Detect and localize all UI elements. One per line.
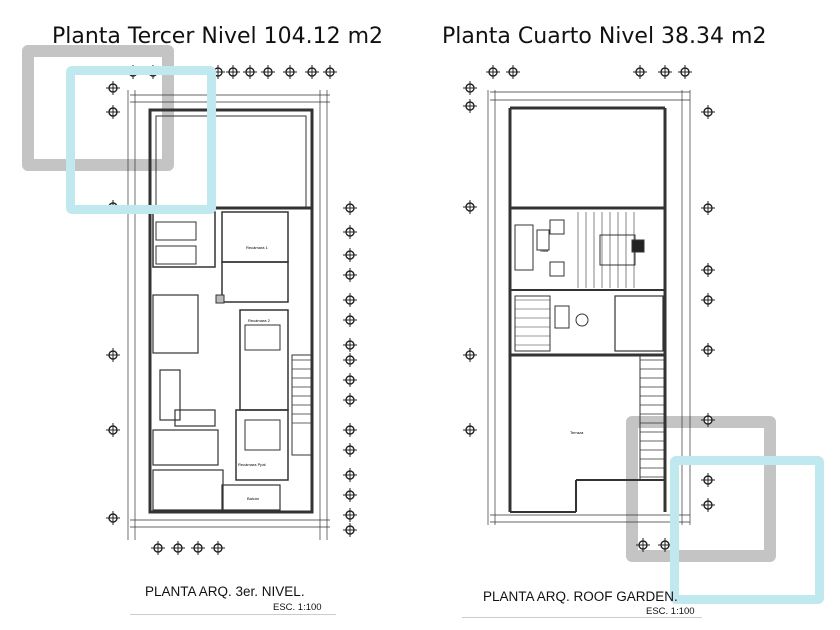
wall	[514, 224, 534, 271]
wall	[174, 409, 216, 427]
wall	[221, 261, 289, 303]
title-fourth-level: Planta Cuarto Nivel 38.34 m2	[442, 24, 767, 49]
caption-third-level: PLANTA ARQ. 3er. NIVEL.	[145, 584, 305, 599]
scale-third-level: ESC. 1:100	[273, 602, 322, 613]
room-label: Recámara Ppal	[238, 462, 266, 467]
wall	[549, 219, 565, 235]
wall	[599, 234, 636, 266]
wall	[291, 354, 313, 456]
wall	[159, 369, 181, 421]
wall	[152, 469, 224, 511]
wall	[244, 324, 281, 351]
wall	[244, 419, 281, 451]
wall	[536, 229, 550, 251]
title-third-level: Planta Tercer Nivel 104.12 m2	[52, 24, 383, 49]
wall	[639, 354, 666, 481]
caption-roof-garden: PLANTA ARQ. ROOF GARDEN.	[483, 589, 678, 604]
scale-roof-garden: ESC. 1:100	[646, 606, 695, 617]
room-label: Recámara 1	[246, 245, 268, 250]
wall	[215, 294, 225, 304]
wall	[155, 221, 197, 241]
wall	[235, 409, 289, 481]
room-label: Terraza	[570, 430, 584, 435]
wall	[514, 295, 551, 352]
wall	[549, 261, 565, 277]
room-label: Sala	[540, 248, 549, 253]
table-icon	[575, 313, 589, 327]
wall	[221, 484, 281, 511]
wall	[152, 429, 219, 466]
wall	[554, 305, 570, 329]
wall	[152, 294, 199, 354]
wall	[148, 108, 314, 514]
wall	[155, 115, 307, 209]
room-label: Balcón	[247, 496, 260, 501]
wall	[221, 211, 289, 263]
room-label: Recámara 2	[248, 318, 270, 323]
wall	[155, 245, 197, 265]
wall	[631, 239, 645, 253]
wall	[614, 295, 664, 352]
